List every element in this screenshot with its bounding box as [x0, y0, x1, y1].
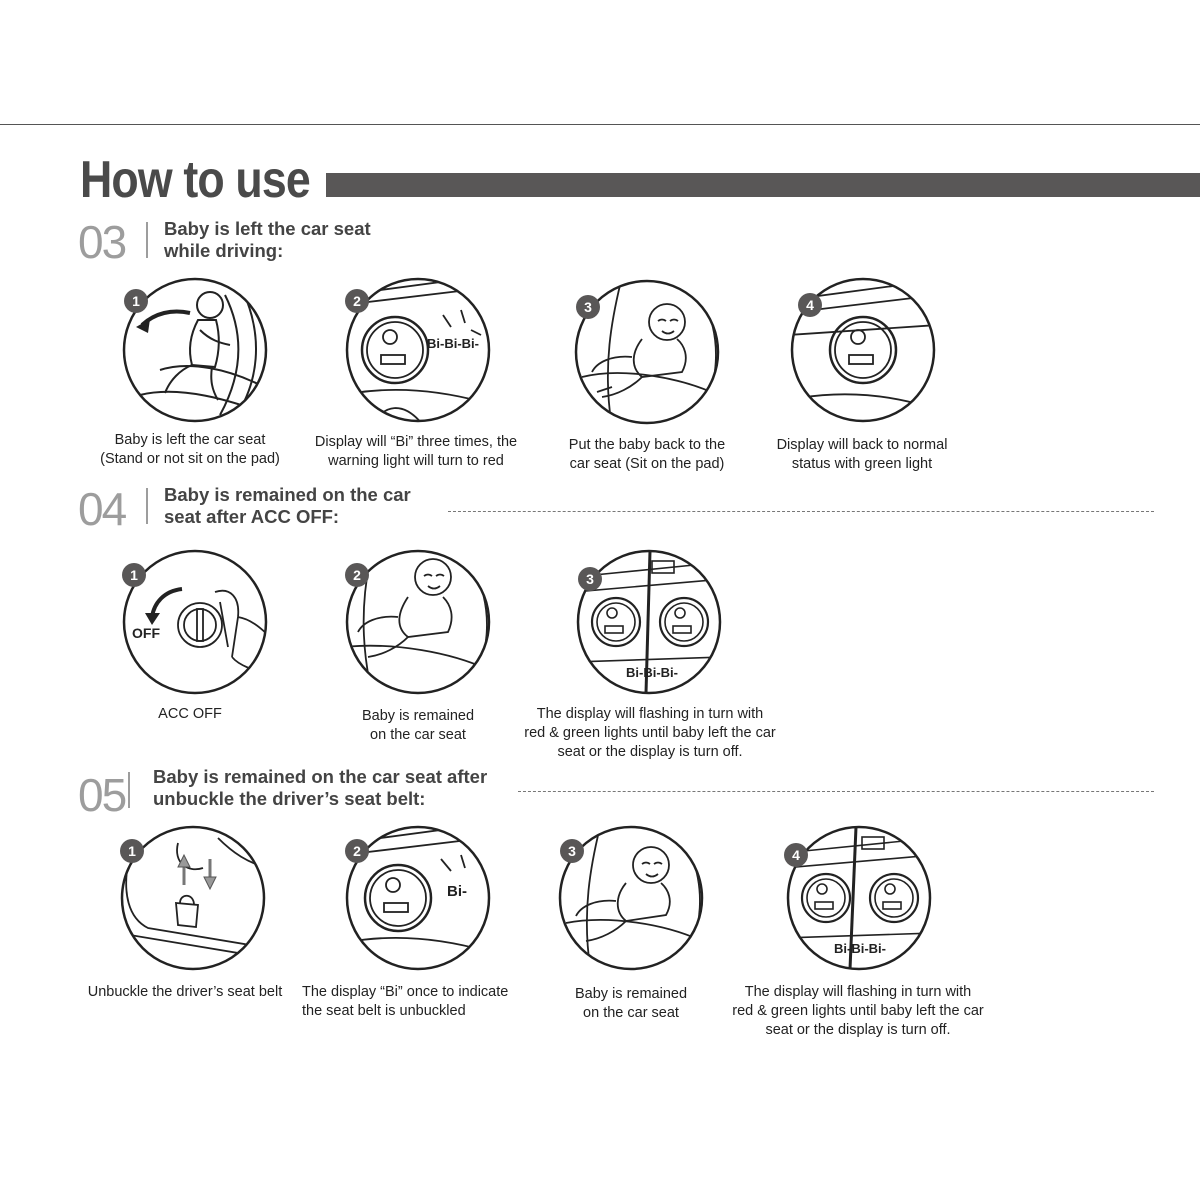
caption-line: (Stand or not sit on the pad) [100, 451, 280, 467]
sound-label: Bi- [447, 883, 467, 900]
caption-line: Display will “Bi” three times, the [314, 434, 518, 450]
section-heading: Baby is remained on the car seat after A… [164, 484, 411, 528]
step-caption: Baby is remained on the car seat [318, 707, 518, 745]
baby-seated-icon [574, 279, 720, 425]
dual-display-icon [786, 825, 932, 971]
step-illustration: 2 [343, 547, 493, 697]
section-divider [128, 772, 130, 808]
caption-line: status with green light [791, 456, 933, 472]
step-caption: ACC OFF [90, 705, 290, 724]
step-illustration: 1 [120, 275, 270, 425]
step-illustration: 2 Bi- [343, 823, 493, 973]
step-caption: The display will flashing in turn with r… [718, 983, 998, 1040]
step-caption: The display will flashing in turn with r… [510, 705, 790, 762]
title-bar [326, 173, 1200, 197]
dashed-divider [518, 791, 1154, 792]
section-heading-line: unbuckle the driver’s seat belt: [153, 788, 426, 809]
step-badge: 4 [798, 293, 822, 317]
section-heading: Baby is remained on the car seat after u… [153, 766, 487, 810]
section-heading: Baby is left the car seat while driving: [164, 218, 371, 262]
step-badge: 3 [578, 567, 602, 591]
step-badge: 2 [345, 839, 369, 863]
caption-line: the seat belt is unbuckled [302, 1003, 466, 1019]
step-illustration: 2 Bi-Bi-Bi- [343, 275, 493, 425]
step-badge: 1 [124, 289, 148, 313]
dashed-divider [448, 511, 1154, 512]
sound-label: Bi-Bi-Bi- [834, 941, 886, 956]
caption-line: Unbuckle the driver’s seat belt [87, 984, 283, 1000]
step-illustration: 3 Bi-Bi-Bi- [574, 547, 724, 697]
dual-display-icon [576, 549, 722, 695]
key-off-icon [122, 549, 268, 695]
step-badge: 3 [560, 839, 584, 863]
step-badge: 1 [120, 839, 144, 863]
section-heading-line: Baby is left the car seat [164, 218, 371, 239]
section-divider [146, 222, 148, 258]
page-title: How to use [80, 151, 311, 209]
caption-line: warning light will turn to red [328, 453, 504, 469]
step-badge: 4 [784, 843, 808, 867]
sound-label: Bi-Bi-Bi- [626, 665, 678, 680]
caption-line: Baby is left the car seat [114, 432, 266, 448]
step-caption: Baby is remained on the car seat [531, 985, 731, 1023]
baby-seated-icon [345, 549, 491, 695]
section-number: 03 [78, 216, 127, 268]
step-caption: Unbuckle the driver’s seat belt [75, 983, 295, 1002]
caption-line: The display will flashing in turn with [536, 706, 764, 722]
step-illustration: 1 OFF [120, 547, 270, 697]
top-divider [0, 124, 1200, 125]
caption-line: The display “Bi” once to indicate [302, 984, 509, 1000]
caption-line: Display will back to normal [776, 437, 948, 453]
step-badge: 2 [345, 289, 369, 313]
step-illustration: 4 Bi-Bi-Bi- [784, 823, 934, 973]
caption-line: on the car seat [583, 1005, 679, 1021]
caption-line: on the car seat [370, 727, 466, 743]
baby-standing-icon [122, 277, 268, 423]
section-heading-line: Baby is remained on the car seat after [153, 766, 488, 787]
sound-label: Bi-Bi-Bi- [427, 336, 479, 351]
caption-line: Baby is remained [361, 708, 475, 724]
step-illustration: 3 [556, 823, 706, 973]
step-illustration: 4 [788, 275, 938, 425]
caption-line: car seat (Sit on the pad) [569, 456, 725, 472]
step-caption: Display will back to normal status with … [762, 436, 962, 474]
caption-line: seat or the display is turn off. [765, 1022, 951, 1038]
step-illustration: 1 [118, 823, 268, 973]
step-badge: 3 [576, 295, 600, 319]
caption-line: red & green lights until baby left the c… [732, 1003, 984, 1019]
caption-line: Put the baby back to the [568, 437, 726, 453]
section-heading-line: Baby is remained on the car [164, 484, 411, 505]
step-badge: 2 [345, 563, 369, 587]
step-illustration: 3 [572, 277, 722, 427]
caption-line: seat or the display is turn off. [557, 744, 743, 760]
seat-belt-buckle-icon [120, 825, 266, 971]
caption-line: The display will flashing in turn with [744, 984, 972, 1000]
caption-line: red & green lights until baby left the c… [524, 725, 776, 741]
caption-line: ACC OFF [158, 706, 222, 722]
off-label: OFF [132, 625, 160, 641]
section-divider [146, 488, 148, 524]
section-heading-line: seat after ACC OFF: [164, 506, 340, 527]
step-caption: The display “Bi” once to indicate the se… [302, 983, 524, 1021]
step-badge: 1 [122, 563, 146, 587]
step-caption: Baby is left the car seat (Stand or not … [90, 431, 290, 469]
section-heading-line: while driving: [164, 240, 284, 261]
step-caption: Put the baby back to the car seat (Sit o… [547, 436, 747, 474]
section-number: 05 [78, 769, 127, 821]
section-number: 04 [78, 483, 127, 535]
step-caption: Display will “Bi” three times, the warni… [300, 433, 532, 471]
baby-seated-icon [558, 825, 704, 971]
caption-line: Baby is remained [574, 986, 688, 1002]
